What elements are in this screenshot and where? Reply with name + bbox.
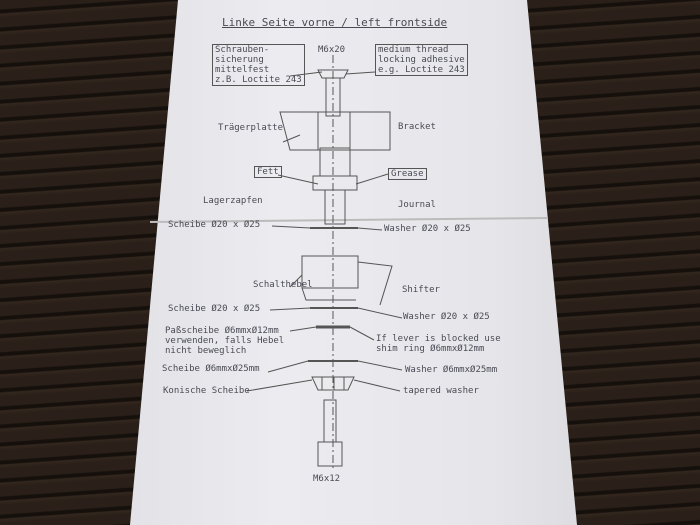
shifter-shape (301, 255, 393, 306)
label-washer2-en: Washer Ø20 x Ø25 (403, 312, 490, 322)
note-line: nicht beweglich (165, 346, 247, 356)
top-screw-shape (317, 69, 349, 117)
tapered-washer-shape (311, 376, 355, 391)
label-bracket-de: Trägerplatte (218, 123, 284, 133)
note-line: Schrauben- (215, 45, 270, 55)
adhesive-note-en: medium thread locking adhesive e.g. Loct… (375, 44, 468, 76)
bracket-shape (279, 111, 391, 151)
label-journal-de: Lagerzapfen (203, 196, 263, 206)
note-line: verwenden, falls Hebel (165, 336, 285, 346)
label-grease-en: Grease (388, 168, 427, 180)
bottom-screw-shape (317, 399, 343, 467)
top-screw-label: M6x20 (318, 45, 346, 55)
washer-shapes (308, 227, 358, 362)
note-line: If lever is blocked use (376, 334, 501, 344)
paper-fold (149, 217, 549, 223)
label-shifter-de: Schalthebel (253, 280, 313, 290)
adhesive-note-de: Schrauben- sicherung mittelfest z.B. Loc… (212, 44, 305, 86)
label-washer2-de: Scheibe Ø20 x Ø25 (168, 304, 261, 314)
label-washer3-de: Scheibe Ø6mmxØ25mm (162, 364, 260, 374)
label-washer1-de: Scheibe Ø20 x Ø25 (168, 220, 261, 230)
note-line: z.B. Loctite 243 (215, 75, 302, 85)
label-tapered-en: tapered washer (403, 386, 479, 396)
note-line: sicherung (215, 55, 264, 65)
note-line: mittelfest (215, 65, 270, 75)
label-shifter-en: Shifter (402, 285, 440, 295)
note-line: medium thread (378, 45, 449, 55)
leader-lines (246, 71, 403, 392)
note-line: Paßscheibe Ø6mmxØ12mm (165, 326, 279, 336)
bottom-screw-label: M6x12 (313, 474, 341, 484)
note-line: e.g. Loctite 243 (378, 65, 465, 75)
label-grease-de: Fett (254, 166, 282, 178)
label-shim-de: Paßscheibe Ø6mmxØ12mm verwenden, falls H… (165, 326, 284, 356)
journal-shape (312, 147, 358, 225)
note-line: shim ring Ø6mmxØ12mm (376, 344, 485, 354)
label-journal-en: Journal (398, 200, 436, 210)
label-washer3-en: Washer Ø6mmxØ25mm (405, 365, 498, 375)
label-washer1-en: Washer Ø20 x Ø25 (384, 224, 471, 234)
label-bracket-en: Bracket (398, 122, 436, 132)
page-title: Linke Seite vorne / left frontside (222, 16, 448, 29)
label-shim-en: If lever is blocked use shim ring Ø6mmxØ… (376, 334, 501, 354)
note-line: locking adhesive (378, 55, 465, 65)
label-tapered-de: Konische Scheibe (163, 386, 250, 396)
